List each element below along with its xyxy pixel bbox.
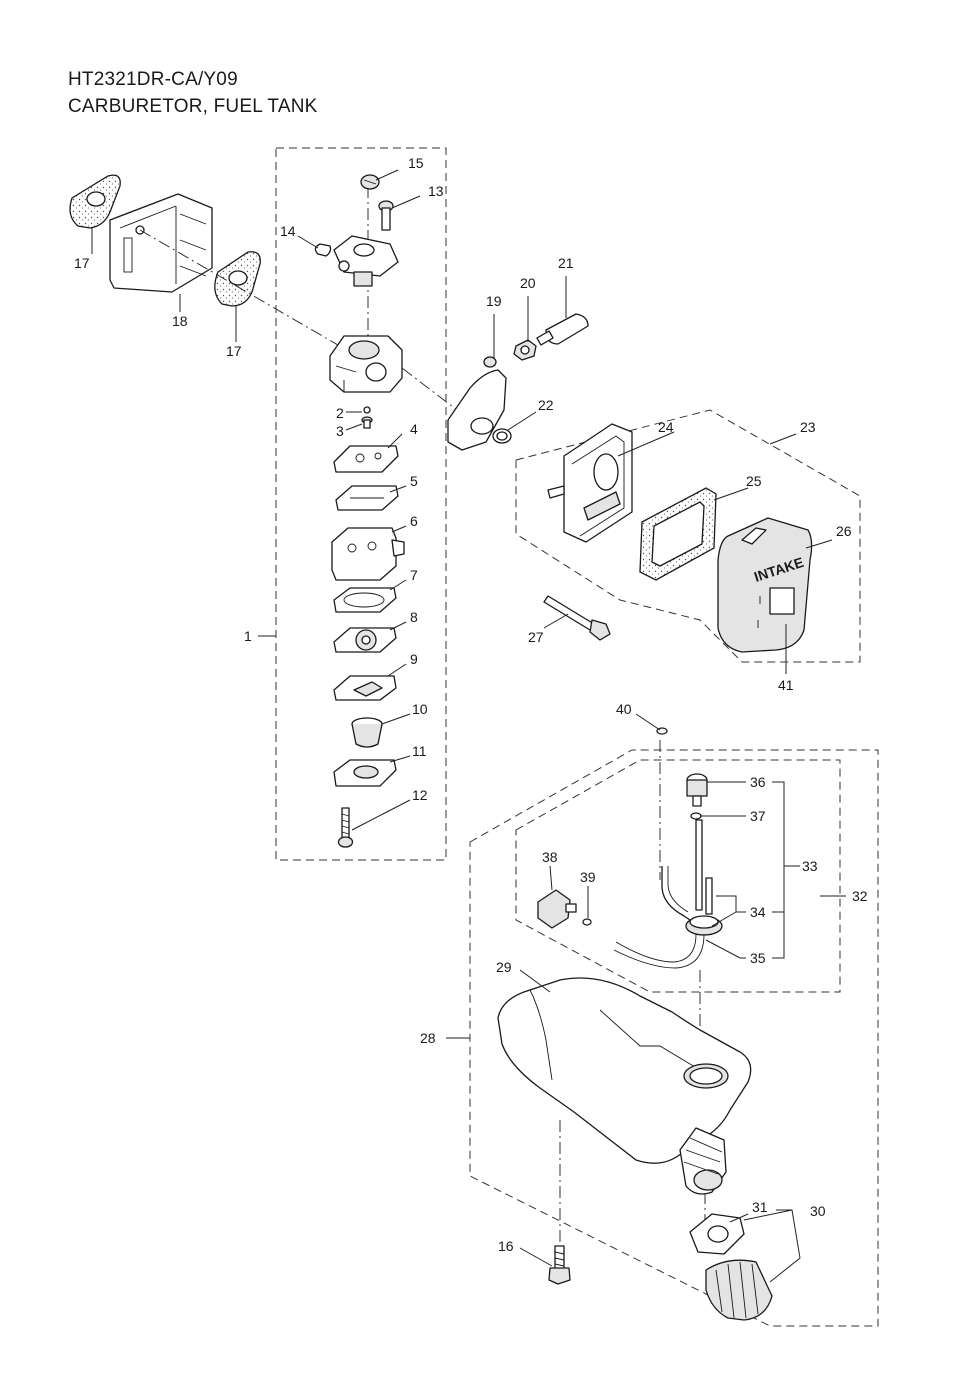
callout-12: 12 xyxy=(412,787,428,803)
carb-upper-body xyxy=(333,235,399,287)
part-19-insulator-plate[interactable] xyxy=(447,356,507,451)
callout-37: 37 xyxy=(750,808,766,824)
callout-29: 29 xyxy=(496,959,512,975)
air-cleaner-assembly-box xyxy=(515,409,861,663)
callout-2: 2 xyxy=(336,405,344,421)
part-10-primer-bulb[interactable] xyxy=(351,717,383,748)
model-number: HT2321DR-CA/Y09 xyxy=(68,69,238,90)
part-27-bolt[interactable] xyxy=(543,595,611,641)
callout-32: 32 xyxy=(852,888,868,904)
callout-numbers: 15 13 14 17 18 17 2 3 4 5 6 7 8 9 10 11 … xyxy=(74,155,868,1254)
part-21-spacer[interactable] xyxy=(536,313,589,346)
callout-27: 27 xyxy=(528,629,544,645)
part-20-nut[interactable] xyxy=(513,339,537,361)
callout-38: 38 xyxy=(542,849,558,865)
part-16-bolt[interactable] xyxy=(548,1245,571,1285)
callout-13: 13 xyxy=(428,183,444,199)
part-38-filter[interactable] xyxy=(537,889,577,929)
callout-10: 10 xyxy=(412,701,428,717)
callout-9: 9 xyxy=(410,651,418,667)
part-37-clamp[interactable] xyxy=(690,812,702,820)
callout-28: 28 xyxy=(420,1030,436,1046)
callout-20: 20 xyxy=(520,275,536,291)
part-26-air-cleaner-cover[interactable]: INTAKE xyxy=(717,517,813,653)
fuel-line-inner-box xyxy=(515,759,841,993)
callout-24: 24 xyxy=(658,419,674,435)
part-12-screw[interactable] xyxy=(337,807,354,848)
callout-17-left: 17 xyxy=(74,255,90,271)
part-24-air-cleaner-base[interactable] xyxy=(547,423,633,543)
callout-26: 26 xyxy=(836,523,852,539)
callout-39: 39 xyxy=(580,869,596,885)
callout-8: 8 xyxy=(410,609,418,625)
part-29-fuel-tank[interactable] xyxy=(497,977,752,1195)
callout-17-right: 17 xyxy=(226,343,242,359)
part-7-gasket[interactable] xyxy=(333,587,397,613)
part-30-fuel-cap[interactable] xyxy=(705,1259,773,1321)
callout-18: 18 xyxy=(172,313,188,329)
callout-35: 35 xyxy=(750,950,766,966)
callout-34: 34 xyxy=(750,904,766,920)
part-17-gasket-left[interactable] xyxy=(69,174,121,229)
callout-36: 36 xyxy=(750,774,766,790)
carburetor-assembly-box xyxy=(275,147,447,861)
callout-16: 16 xyxy=(498,1238,514,1254)
callout-14: 14 xyxy=(280,223,296,239)
leader-lines xyxy=(91,169,846,1283)
part-18-bracket[interactable] xyxy=(109,193,213,293)
callout-4: 4 xyxy=(410,421,418,437)
part-6-pump-body[interactable] xyxy=(331,527,405,581)
carburetor-body[interactable] xyxy=(329,335,403,393)
callout-25: 25 xyxy=(746,473,762,489)
callout-33: 33 xyxy=(802,858,818,874)
part-39-clip[interactable] xyxy=(582,918,592,926)
part-36-fuel-filter[interactable] xyxy=(686,773,708,807)
callout-11: 11 xyxy=(412,743,427,759)
callout-30: 30 xyxy=(810,1203,826,1219)
callout-23: 23 xyxy=(800,419,816,435)
part-17-gasket-right[interactable] xyxy=(214,251,261,307)
part-14-clip[interactable] xyxy=(314,243,332,257)
part-8-diaphragm[interactable] xyxy=(333,627,397,653)
part-9-cover[interactable] xyxy=(333,675,397,701)
callout-5: 5 xyxy=(410,473,418,489)
callout-3: 3 xyxy=(336,423,344,439)
part-25-air-filter-element[interactable] xyxy=(639,487,717,581)
callout-22: 22 xyxy=(538,397,554,413)
callout-7: 7 xyxy=(410,567,418,583)
callout-6: 6 xyxy=(410,513,418,529)
part-31-cap-gasket[interactable] xyxy=(689,1213,745,1255)
part-13-screw[interactable] xyxy=(378,200,394,231)
part-11-primer-cover[interactable] xyxy=(333,759,397,787)
section-title: CARBURETOR, FUEL TANK xyxy=(68,96,318,117)
callout-15: 15 xyxy=(408,155,424,171)
callout-1: 1 xyxy=(244,628,252,644)
fuel-tank-outer-box xyxy=(469,749,879,1327)
part-4-gasket[interactable] xyxy=(333,445,399,473)
callout-41: 41 xyxy=(778,677,794,693)
callout-40: 40 xyxy=(616,701,632,717)
part-2-3-screw[interactable] xyxy=(361,406,373,429)
part-5-diaphragm[interactable] xyxy=(335,485,399,511)
callout-31: 31 xyxy=(752,1199,768,1215)
part-35-grommet-and-line[interactable] xyxy=(613,915,723,969)
callout-21: 21 xyxy=(558,255,574,271)
callout-19: 19 xyxy=(486,293,502,309)
part-22-o-ring[interactable] xyxy=(492,428,512,444)
part-15-screw[interactable] xyxy=(360,174,380,190)
part-34-fuel-lines[interactable] xyxy=(661,819,713,921)
